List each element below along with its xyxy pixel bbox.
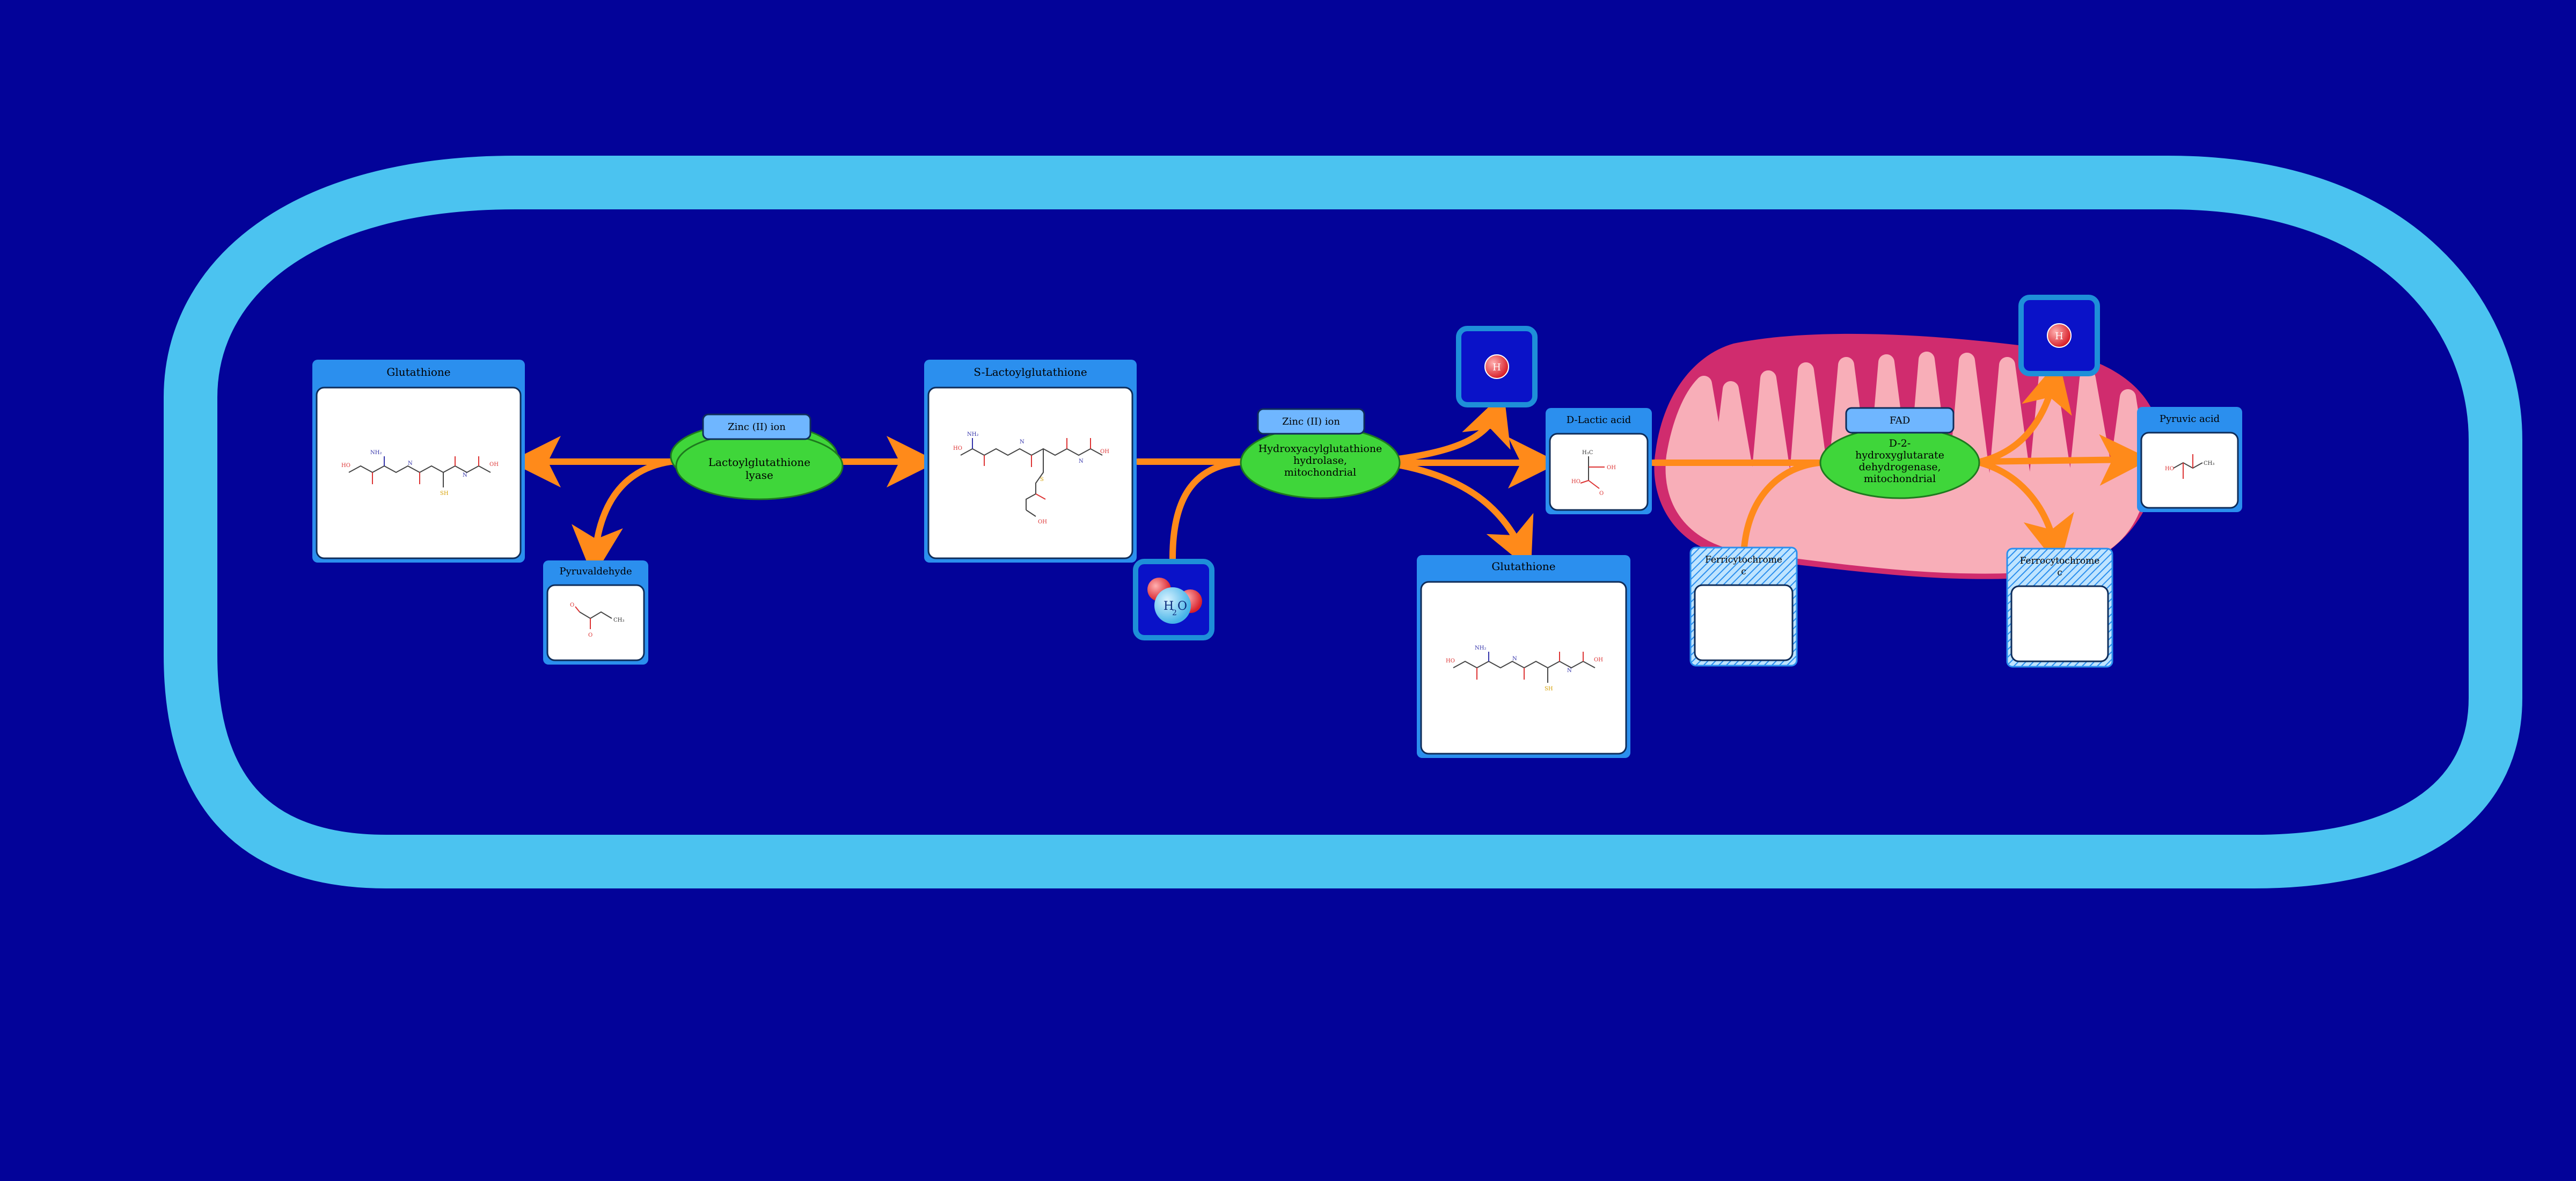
arrow-water-to-hydrolase [1169,458,1248,562]
atom-label: O [588,632,592,638]
atom-label: HO [1571,479,1580,485]
atom-label: CH₃ [613,617,624,623]
atom-label: OH [489,462,499,468]
water-label-h: H [1163,600,1174,613]
proton-icon[interactable]: H [2018,295,2100,376]
cofactor-fad[interactable]: FAD [1845,407,1955,434]
compound-label-line-1: Ferrocytochrome [2020,556,2100,566]
atom-label: HO [341,463,350,469]
enzyme-label-line-2: lyase [745,469,773,482]
proton-icon[interactable]: H [1456,326,1538,407]
glutathione-bottom-structure [1453,652,1596,683]
atom-label: N [1567,668,1572,674]
cell-membrane [164,156,2522,888]
cofactor-zinc-ion-1[interactable]: Zinc (II) ion [702,413,811,440]
cofactor-zinc-ion-2[interactable]: Zinc (II) ion [1257,408,1365,435]
atom-label: OH [1100,449,1109,455]
enzyme-label-line-1: Lactoylglutathione [708,456,810,469]
compound-label: Pyruvic acid [2160,413,2220,425]
arrow-dehydrogenase-to-pyruvic-acid [1977,434,2151,486]
arrow-hydrolase-to-glutathione [1395,462,1534,571]
compound-label: Pyruvaldehyde [559,566,632,577]
compound-label-line-2: c [1741,566,1746,577]
compound-pyruvic-acid[interactable]: Pyruvic acid HO CH₃ [2137,407,2242,512]
water-label-sub: 2 [1172,609,1177,617]
atom-label: HO [953,446,962,451]
enzyme-label-line-1: Hydroxyacylglutathione [1258,443,1382,455]
compound-ferrocytochrome-c[interactable]: Ferrocytochrome c [2006,548,2113,668]
atom-label: O [570,602,574,608]
atom-label: HO [2165,466,2174,472]
atom-label: OH [1038,519,1047,525]
atom-label: SH [1545,686,1553,692]
compound-label-line-1: Ferricytochrome [1705,555,1782,565]
proton-label: H [2055,331,2063,342]
water-label-o: O [1177,600,1187,613]
arrow-lyase-to-pyruvaldehyde [572,458,674,578]
compound-label: D-Lactic acid [1567,414,1631,426]
compound-label-line-2: c [2057,567,2062,578]
atom-label: S [1040,477,1044,483]
atom-label: O [1599,491,1604,497]
cofactor-label: FAD [1890,415,1910,426]
enzyme-label-line-4: mitochondrial [1864,473,1936,485]
arrow-hydrolase-to-proton [1395,392,1511,462]
compound-s-lactoylglutathione[interactable]: S-Lactoylglutathione HO NH₂ N S OH N OH [924,360,1137,563]
enzyme-hydroxyacylglutathione-hydrolase[interactable]: Hydroxyacylglutathione hydrolase, mitoch… [1240,426,1401,499]
atom-label: NH₂ [370,450,382,456]
atom-label: SH [440,491,449,497]
enzyme-label-line-3: dehydrogenase, [1858,461,1941,473]
atom-label: N [1512,656,1517,662]
compound-glutathione-bottom[interactable]: Glutathione HO NH₂ N SH N OH [1417,555,1630,758]
enzyme-d-2-hydroxyglutarate-dehydrogenase[interactable]: D-2- hydroxyglutarate dehydrogenase, mit… [1819,426,1980,499]
cofactor-label: Zinc (II) ion [1282,416,1340,427]
pyruvic-acid-structure [2173,454,2203,479]
atom-label: OH [1594,657,1603,663]
atom-label: N [408,461,413,466]
compound-pyruvaldehyde[interactable]: Pyruvaldehyde CH₃ O O [543,560,648,665]
atom-label: N [1079,458,1084,464]
atom-label: N [463,472,467,478]
reaction-arrows [509,359,2151,578]
atom-label: CH₃ [2204,461,2214,466]
compound-label: Glutathione [1491,560,1555,573]
enzyme-label-line-1: D-2- [1889,438,1911,449]
atom-label: N [1020,439,1024,445]
enzyme-label-line-2: hydroxyglutarate [1855,449,1944,461]
compound-d-lactic-acid[interactable]: D-Lactic acid H₃C OH HO O [1546,408,1652,514]
glutathione-structure [348,456,491,487]
compound-glutathione-left[interactable]: Glutathione HO NH₂ N SH N OH [312,360,525,563]
atom-label: OH [1607,465,1616,471]
compound-label: Glutathione [386,366,450,378]
s-lactoylglutathione-structure [960,438,1103,517]
d-lactic-acid-structure [1580,456,1605,489]
arrow-dehydrogenase-to-proton [1977,359,2072,465]
cofactor-label: Zinc (II) ion [728,421,786,433]
water-icon[interactable]: H 2 O [1133,559,1214,640]
enzyme-label-line-3: mitochondrial [1284,466,1356,478]
arrow-ferricytochrome-to-dehydrogenase [1741,460,1823,551]
atom-label: NH₂ [1475,645,1486,651]
pyruvaldehyde-structure [575,606,612,629]
compound-ferricytochrome-c[interactable]: Ferricytochrome c [1689,546,1798,667]
compound-label: S-Lactoylglutathione [974,366,1087,378]
proton-label: H [1492,362,1501,373]
arrow-dehydrogenase-to-ferrocytochrome [1977,460,2074,568]
atom-label: HO [1446,658,1455,664]
atom-label: NH₂ [967,432,978,438]
atom-label: H₃C [1582,450,1593,456]
enzyme-label-line-2: hydrolase, [1293,455,1347,466]
